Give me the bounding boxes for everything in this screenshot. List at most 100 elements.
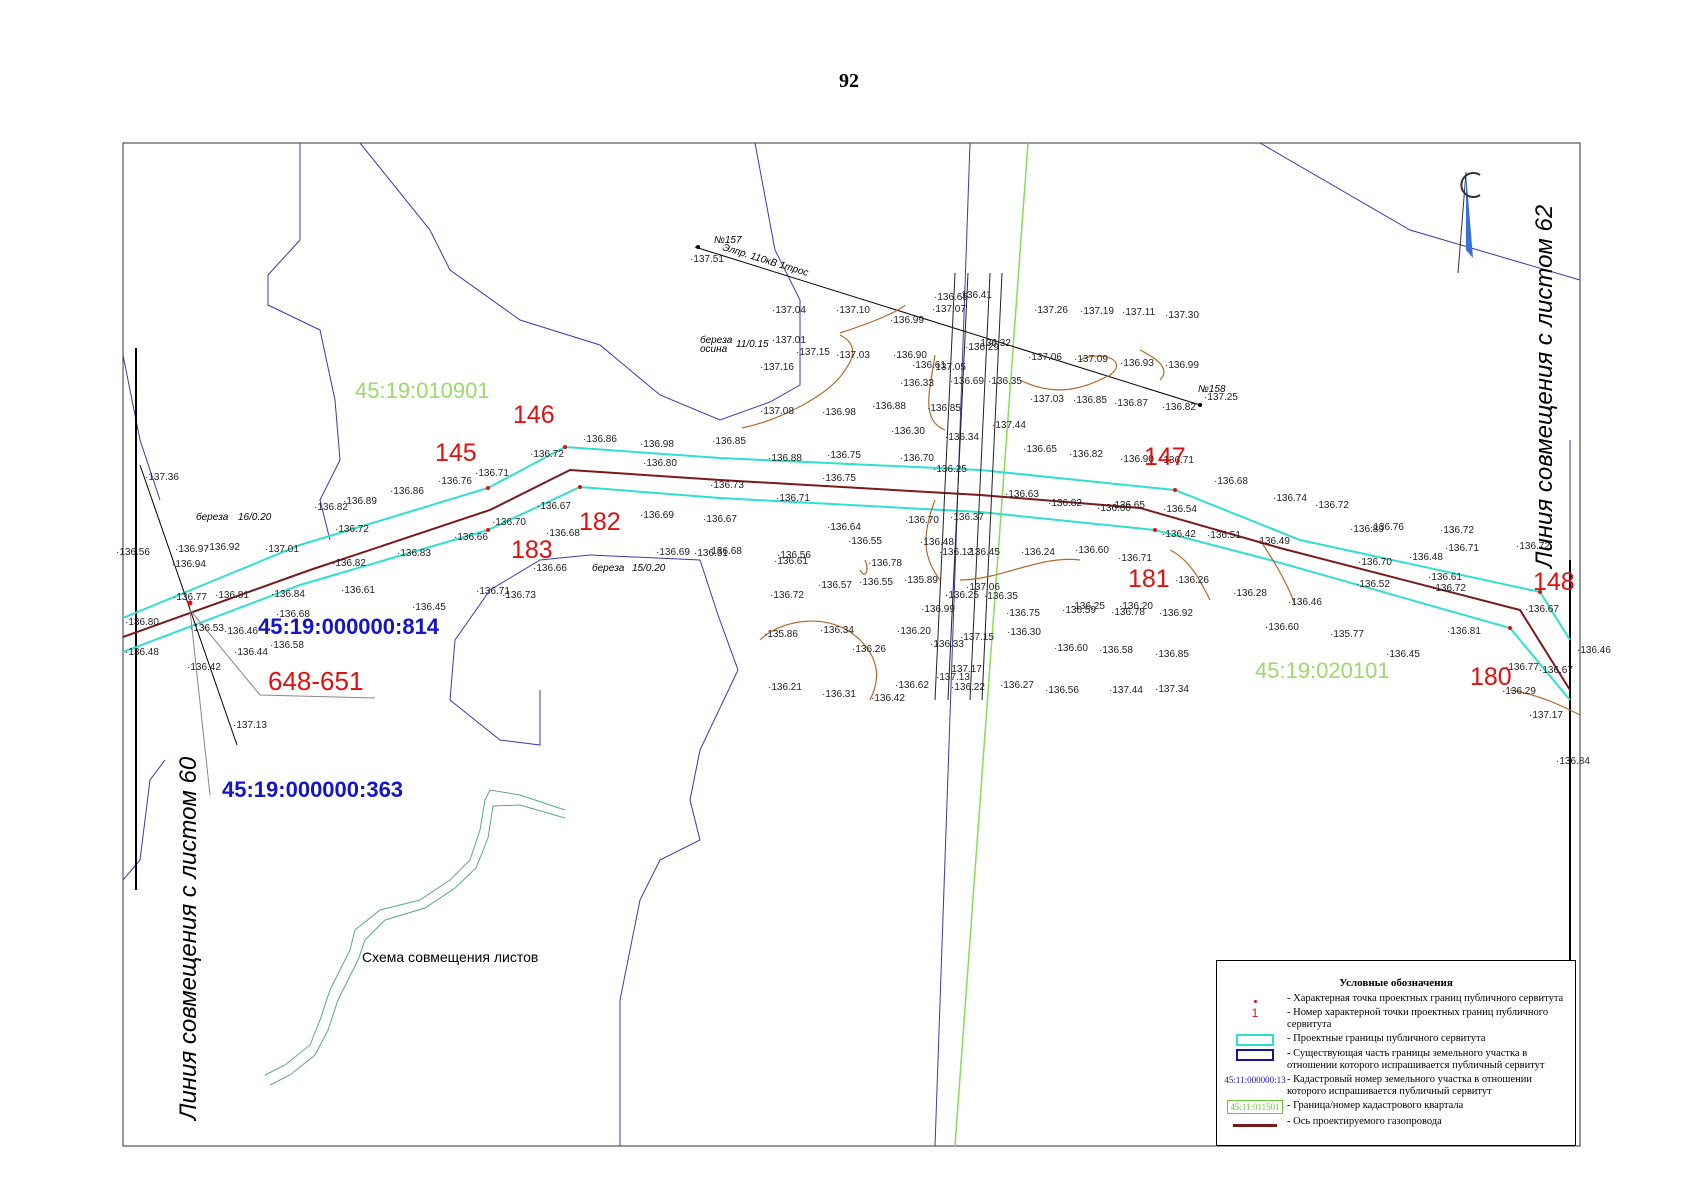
spot-height: ·136.51 bbox=[694, 548, 728, 559]
spot-height: ·137.34 bbox=[1155, 684, 1189, 695]
legend-text: - Характерная точка проектных границ пуб… bbox=[1287, 993, 1564, 1004]
parcel-label-1: 45:19:000000:814 bbox=[258, 614, 440, 639]
spot-height: ·136.25 bbox=[933, 464, 967, 475]
spot-height: ·137.09 bbox=[1074, 354, 1108, 365]
spot-height: ·136.67 bbox=[703, 514, 737, 525]
spot-height: ·136.55 bbox=[848, 536, 882, 547]
spot-height: ·137.03 bbox=[1030, 394, 1064, 405]
spot-height: ·137.26 bbox=[1034, 305, 1068, 316]
spot-height: ·136.29 bbox=[1502, 686, 1536, 697]
spot-height: ·136.71 bbox=[1445, 543, 1479, 554]
spot-height: ·136.68 bbox=[276, 609, 310, 620]
spot-height: ·136.69 bbox=[950, 376, 984, 387]
tree-label-1: береза bbox=[196, 511, 229, 523]
legend-rows: - Характерная точка проектных границ пуб… bbox=[1217, 993, 1575, 1128]
spot-height: ·136.93 bbox=[1120, 358, 1154, 369]
spot-height: ·136.83 bbox=[397, 548, 431, 559]
spot-height: ·135.89 bbox=[904, 575, 938, 586]
spot-height: ·136.60 bbox=[1075, 545, 1109, 556]
spot-height: ·136.46 bbox=[224, 626, 258, 637]
spot-height: ·137.44 bbox=[1109, 685, 1143, 696]
spot-height: ·136.82 bbox=[1069, 449, 1103, 460]
spot-height: ·136.75 bbox=[827, 450, 861, 461]
spot-height: ·136.80 bbox=[643, 458, 677, 469]
spot-height: ·136.67 bbox=[537, 501, 571, 512]
spot-height: ·136.82 bbox=[314, 502, 348, 513]
spot-height: ·136.73 bbox=[710, 480, 744, 491]
spot-height: ·136.98 bbox=[640, 439, 674, 450]
quarter-label-2: 45:19:020101 bbox=[1255, 658, 1390, 683]
spot-height: ·137.19 bbox=[1080, 306, 1114, 317]
spot-height: ·136.72 bbox=[1516, 541, 1550, 552]
pipeline-axis bbox=[122, 468, 1571, 691]
spot-height: ·136.31 bbox=[822, 689, 856, 700]
spot-height: ·136.45 bbox=[1386, 649, 1420, 660]
spot-height: ·136.65 bbox=[934, 292, 968, 303]
spot-height: ·136.65 bbox=[1111, 500, 1145, 511]
legend-title: Условные обозначения bbox=[1339, 977, 1453, 989]
point-number-146: 146 bbox=[513, 401, 555, 429]
spot-height: ·136.22 bbox=[951, 682, 985, 693]
spot-height: ·136.58 bbox=[1099, 645, 1133, 656]
spot-height: ·136.37 bbox=[950, 512, 984, 523]
pole-label-end: №158 bbox=[1198, 384, 1226, 395]
spot-height: ·136.25 bbox=[945, 590, 979, 601]
spot-height: ·137.11 bbox=[1122, 307, 1156, 318]
sheet-link-label-right: Линия совмещения с листом 62 bbox=[1531, 205, 1558, 570]
spot-height: ·136.82 bbox=[1048, 498, 1082, 509]
tree-label-3: береза bbox=[700, 334, 733, 346]
spot-height: ·136.82 bbox=[332, 558, 366, 569]
spot-height: ·136.24 bbox=[1021, 547, 1055, 558]
tree-label-2: осина bbox=[700, 344, 728, 355]
legend-item: - Характерная точка проектных границ пуб… bbox=[1223, 993, 1569, 1005]
spot-height: ·136.88 bbox=[768, 453, 802, 464]
spot-height: ·137.08 bbox=[760, 406, 794, 417]
spot-height: ·136.99 bbox=[1165, 360, 1199, 371]
spot-height: ·136.68 bbox=[708, 546, 742, 557]
spot-height: ·136.73 bbox=[502, 590, 536, 601]
pole-label-start: №157 bbox=[714, 235, 742, 246]
spot-height: ·136.52 bbox=[1356, 579, 1390, 590]
spot-height: ·136.48 bbox=[1409, 552, 1443, 563]
spot-height: ·136.86 bbox=[583, 434, 617, 445]
legend: Условные обозначения - Характерная точка… bbox=[1216, 960, 1576, 1146]
parcel-label-2: 45:19:000000:363 bbox=[222, 777, 403, 802]
parcel-boundaries bbox=[122, 142, 1581, 1147]
legend-item: 45:11:000000:13- Кадастровый номер земел… bbox=[1223, 1074, 1569, 1098]
spot-height: ·137.16 bbox=[760, 362, 794, 373]
quarter-label-1: 45:19:010901 bbox=[355, 378, 490, 403]
legend-text: - Граница/номер кадастрового квартала bbox=[1287, 1100, 1464, 1111]
point-group-label: 648-651 bbox=[268, 666, 363, 696]
legend-item: 45:11:011501- Граница/номер кадастрового… bbox=[1223, 1100, 1569, 1114]
spot-height: ·136.54 bbox=[1163, 504, 1197, 515]
legend-symbol-num: 1 bbox=[1251, 1006, 1259, 1020]
spot-height: ·136.78 bbox=[1111, 607, 1145, 618]
spot-height: ·137.36 bbox=[145, 472, 179, 483]
spot-height: ·137.10 bbox=[836, 305, 870, 316]
map-frame bbox=[122, 142, 1581, 1147]
spot-height: ·136.84 bbox=[1556, 756, 1590, 767]
legend-text: - Существующая часть границы земельного … bbox=[1287, 1048, 1545, 1071]
spot-height: ·136.42 bbox=[1162, 529, 1196, 540]
servitude-point-dots bbox=[187, 445, 1542, 630]
spot-height: ·136.61 bbox=[1428, 572, 1462, 583]
quarter-boundary-line bbox=[954, 142, 1029, 1147]
spot-height: ·136.59 bbox=[1062, 605, 1096, 616]
spot-height: ·136.89 bbox=[343, 496, 377, 507]
spot-height: ·136.30 bbox=[891, 426, 925, 437]
legend-text: - Номер характерной точки проектных гран… bbox=[1287, 1007, 1549, 1030]
tree-label-4: береза bbox=[592, 562, 625, 574]
spot-height: ·136.90 bbox=[1120, 454, 1154, 465]
spot-height: ·137.44 bbox=[992, 420, 1026, 431]
spot-height: ·136.60 bbox=[1054, 643, 1088, 654]
spot-height: ·136.84 bbox=[271, 589, 305, 600]
point-number-145: 145 bbox=[435, 439, 477, 467]
spot-height: ·136.21 bbox=[768, 682, 802, 693]
spot-height: ·136.72 bbox=[1432, 583, 1466, 594]
legend-symbol-cyan bbox=[1223, 1033, 1287, 1046]
spot-height: ·136.45 bbox=[966, 547, 1000, 558]
spot-height: ·136.44 bbox=[234, 647, 268, 658]
spot-height: ·136.90 bbox=[893, 350, 927, 361]
spot-height: ·136.71 bbox=[476, 586, 510, 597]
